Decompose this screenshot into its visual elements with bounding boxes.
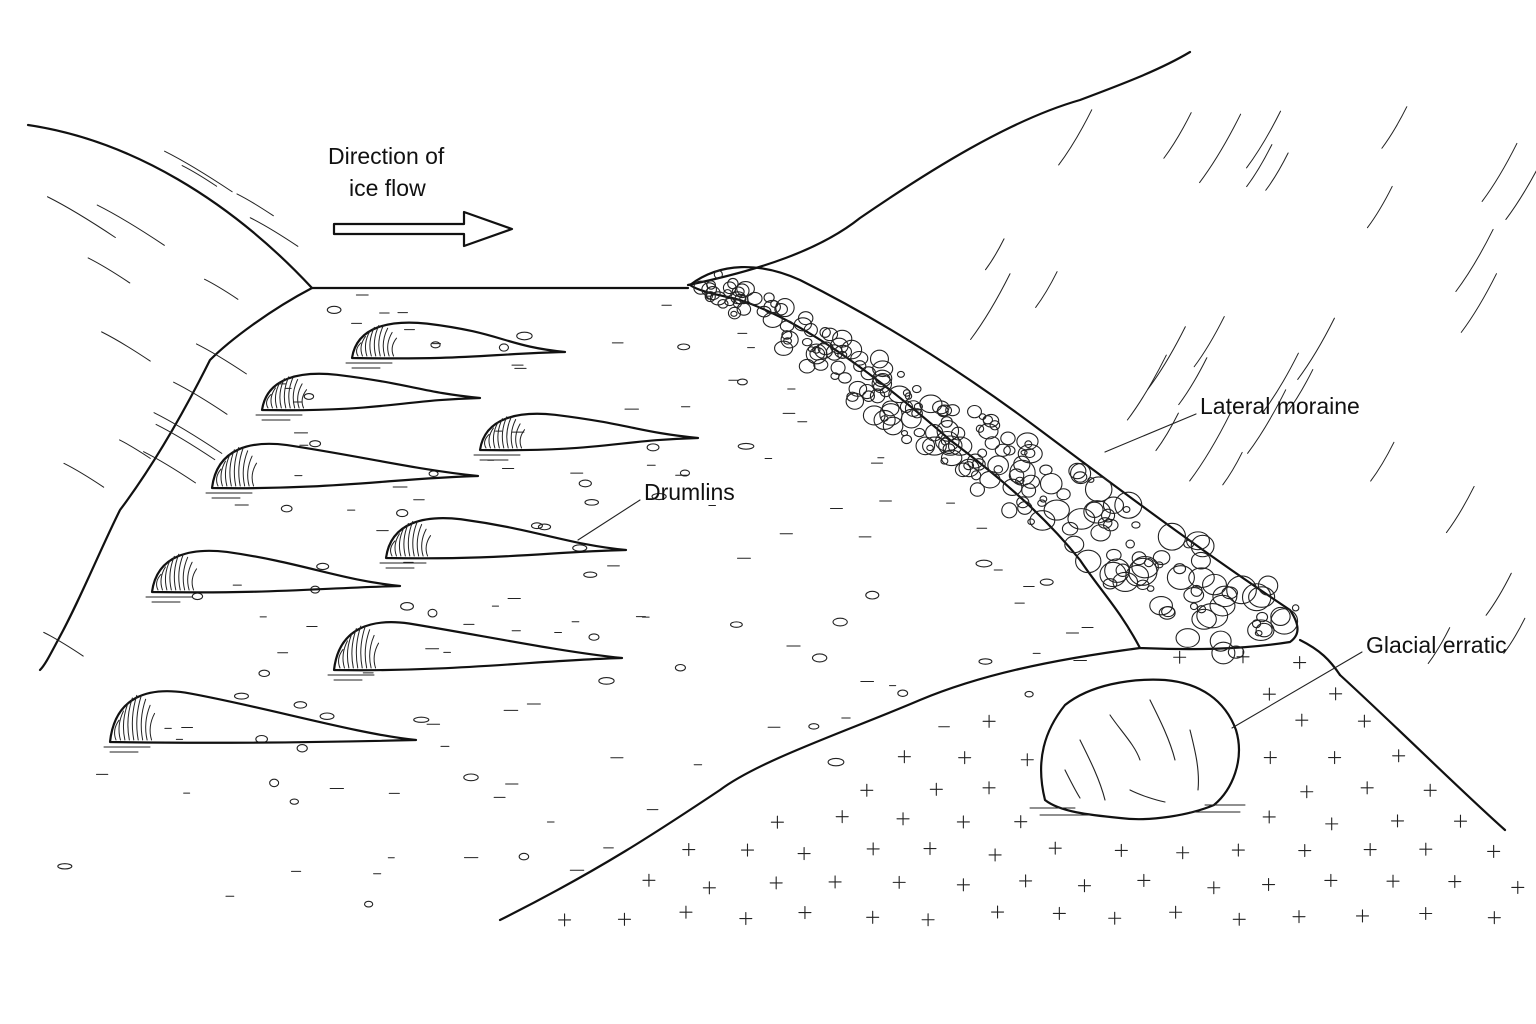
lateral-moraine-label: Lateral moraine xyxy=(1200,393,1360,419)
flow-label-line2: ice flow xyxy=(349,175,426,201)
glacial-erratic-label: Glacial erratic xyxy=(1366,632,1507,658)
flow-label-line1: Direction of xyxy=(328,143,445,169)
drumlin xyxy=(473,412,700,461)
drumlin xyxy=(345,321,567,369)
valley-floor xyxy=(57,286,1342,922)
left-valley-wall xyxy=(26,123,314,672)
glacial-erratic-leader-line xyxy=(1231,651,1363,729)
drumlin xyxy=(103,690,418,753)
drumlin xyxy=(327,621,624,681)
glacial-erratic-boulder xyxy=(1029,678,1246,821)
ice-flow-arrow xyxy=(332,210,514,248)
drumlin xyxy=(145,549,402,603)
outwash-plain xyxy=(558,650,1525,927)
lateral-moraine-leader-line xyxy=(1104,413,1197,453)
drumlins-label: Drumlins xyxy=(644,479,735,505)
drumlin xyxy=(255,372,482,421)
lateral-moraine xyxy=(688,266,1300,665)
drumlin xyxy=(379,517,628,569)
drumlins-leader-line xyxy=(577,499,641,541)
drumlins-group xyxy=(103,321,700,753)
drumlin xyxy=(205,442,480,499)
right-valley-wall xyxy=(686,50,1536,832)
